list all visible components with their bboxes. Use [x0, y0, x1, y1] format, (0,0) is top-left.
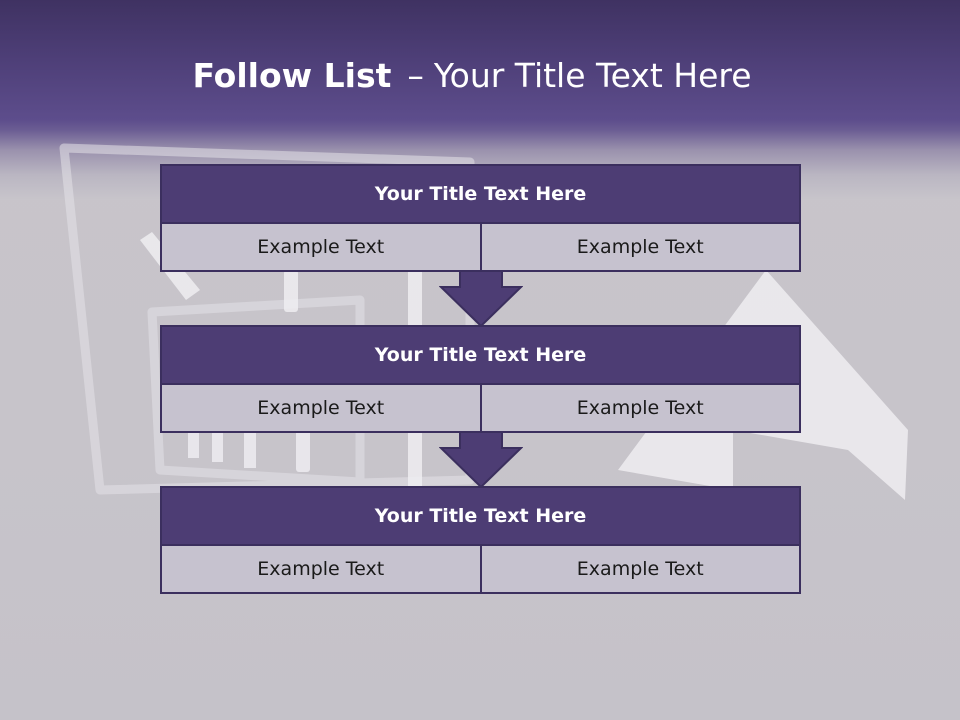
- stage-1-body: Example Text Example Text: [162, 224, 799, 270]
- slide-title: Follow List–Your Title Text Here: [0, 52, 944, 100]
- slide-title-bold: Follow List: [192, 56, 392, 95]
- slide-title-dash: –: [407, 56, 424, 95]
- stage-1-title: Your Title Text Here: [162, 166, 799, 224]
- stage-3: Your Title Text Here Example Text Exampl…: [160, 486, 801, 594]
- stage-2-body: Example Text Example Text: [162, 385, 799, 431]
- down-arrow-icon: [439, 270, 523, 328]
- stage-1-left-text: Example Text: [162, 224, 482, 270]
- stage-2: Your Title Text Here Example Text Exampl…: [160, 325, 801, 433]
- stage-3-title: Your Title Text Here: [162, 488, 799, 546]
- stage-3-body: Example Text Example Text: [162, 546, 799, 592]
- stage-2-right-text: Example Text: [576, 397, 704, 419]
- stage-2-title: Your Title Text Here: [162, 327, 799, 385]
- stage-1: Your Title Text Here Example Text Exampl…: [160, 164, 801, 272]
- stage-3-left-text: Example Text: [162, 546, 482, 592]
- stage-3-right-text: Example Text: [576, 558, 704, 580]
- down-arrow-icon: [439, 431, 523, 489]
- slide-title-rest: Your Title Text Here: [433, 56, 752, 95]
- stage-2-left-text: Example Text: [162, 385, 482, 431]
- stage-1-right-text: Example Text: [576, 236, 704, 258]
